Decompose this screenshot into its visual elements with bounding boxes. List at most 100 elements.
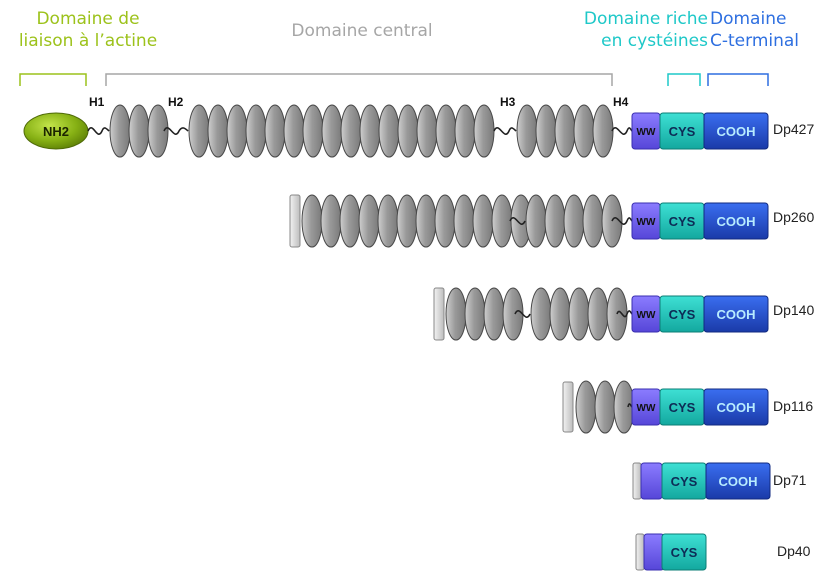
spectrin-repeat — [128, 104, 150, 158]
spectrin-repeat — [416, 104, 438, 158]
spectrin-repeat — [473, 104, 495, 158]
spectrin-repeat — [544, 194, 566, 248]
c-terminal-blocks: CYS COOH — [661, 462, 771, 500]
spectrin-repeat — [582, 194, 604, 248]
spectrin-repeat — [147, 104, 169, 158]
hinge-h4-label: H4 — [613, 95, 629, 109]
cys-rich-title-line1: Domaine riche — [583, 9, 708, 29]
hinge-h2-linker — [163, 127, 189, 135]
spectrin-repeat — [359, 104, 381, 158]
spectrin-repeat — [434, 194, 456, 248]
spectrin-repeat — [516, 104, 538, 158]
actin-binding-bracket — [19, 73, 87, 86]
spectrin-repeat — [397, 104, 419, 158]
c-terminal-domain-title: Domaine C-terminal — [710, 8, 820, 52]
cys-label: CYS — [669, 400, 696, 415]
cys-label: CYS — [669, 214, 696, 229]
repeat-group-1 — [445, 287, 524, 341]
isoform-row-dp40: CYS — [635, 533, 707, 571]
cooh-label: COOH — [717, 307, 756, 322]
spectrin-repeat — [587, 287, 609, 341]
spectrin-repeat — [535, 104, 557, 158]
cooh-domain-block — [705, 462, 771, 500]
cooh-domain-block — [703, 295, 769, 333]
repeat-group-2 — [525, 194, 623, 248]
spectrin-repeat — [592, 104, 614, 158]
isoform-label-dp40: Dp40 — [777, 543, 811, 559]
repeat-group-2 — [530, 287, 628, 341]
spectrin-repeat — [575, 380, 597, 434]
repeat-group-2 — [188, 104, 495, 158]
spectrin-repeat — [320, 194, 342, 248]
repeat-group-1 — [109, 104, 169, 158]
spectrin-repeat — [396, 194, 418, 248]
spectrin-repeat — [453, 194, 475, 248]
spectrin-repeat — [435, 104, 457, 158]
spectrin-repeat — [568, 287, 590, 341]
isoform-label-dp116: Dp116 — [773, 398, 814, 414]
spectrin-repeat — [525, 194, 547, 248]
isoform-label-dp427: Dp427 — [773, 121, 815, 137]
ww-label: WW — [637, 310, 656, 321]
spectrin-repeat — [321, 104, 343, 158]
ww-label: WW — [637, 127, 656, 138]
hinge-h2-label: H2 — [168, 95, 184, 109]
cys-label: CYS — [671, 545, 698, 560]
cooh-domain-block — [703, 388, 769, 426]
cys-rich-domain-title: Domaine riche en cystéines — [558, 8, 708, 52]
hinge-h1-linker — [87, 127, 110, 135]
cys-label: CYS — [671, 474, 698, 489]
spectrin-repeat — [245, 104, 267, 158]
spectrin-repeat — [226, 104, 248, 158]
isoform-row-dp140: WW CYS COOH — [433, 287, 769, 341]
c-terminal-bracket — [707, 73, 769, 86]
ww-remnant-block — [643, 533, 665, 571]
spectrin-repeat — [454, 104, 476, 158]
nh2-label: NH2 — [43, 124, 69, 139]
hinge-h1-label: H1 — [89, 95, 105, 109]
cooh-label: COOH — [719, 474, 758, 489]
spectrin-repeat — [339, 194, 361, 248]
n-terminal-stub — [433, 287, 445, 341]
central-title-line1: Domaine central — [291, 21, 433, 41]
cys-rich-title-line2: en cystéines — [601, 31, 708, 51]
spectrin-repeat — [472, 194, 494, 248]
spectrin-repeat — [483, 287, 505, 341]
spectrin-repeat — [415, 194, 437, 248]
cooh-domain-block — [703, 112, 769, 150]
spectrin-repeat — [464, 287, 486, 341]
linker — [611, 217, 633, 225]
ww-remnant-block — [640, 462, 663, 500]
c-terminal-blocks: CYS — [661, 533, 707, 571]
spectrin-repeat — [445, 287, 467, 341]
spectrin-repeat — [563, 194, 585, 248]
cooh-label: COOH — [717, 124, 756, 139]
central-domain-bracket — [105, 73, 613, 86]
spectrin-repeat — [264, 104, 286, 158]
repeat-group-1 — [575, 380, 635, 434]
hinge-h3-linker — [493, 127, 517, 135]
n-terminal-stub — [289, 194, 301, 248]
linker — [616, 310, 633, 318]
c-terminal-title-line1: Domaine — [710, 9, 787, 29]
central-domain-title: Domaine central — [262, 20, 462, 42]
cooh-label: COOH — [717, 214, 756, 229]
n-terminal-stub — [632, 462, 642, 500]
spectrin-repeat — [207, 104, 229, 158]
cys-label: CYS — [669, 307, 696, 322]
isoform-label-dp260: Dp260 — [773, 209, 815, 225]
repeat-group-1 — [301, 194, 532, 248]
actin-binding-title-line2: liaison à l’actine — [18, 31, 158, 51]
spectrin-repeat — [358, 194, 380, 248]
spectrin-repeat — [301, 194, 323, 248]
spectrin-repeat — [502, 287, 524, 341]
actin-binding-title-line1: Domaine de — [36, 9, 140, 29]
hinge-h4-linker — [611, 127, 633, 135]
spectrin-repeat — [302, 104, 324, 158]
